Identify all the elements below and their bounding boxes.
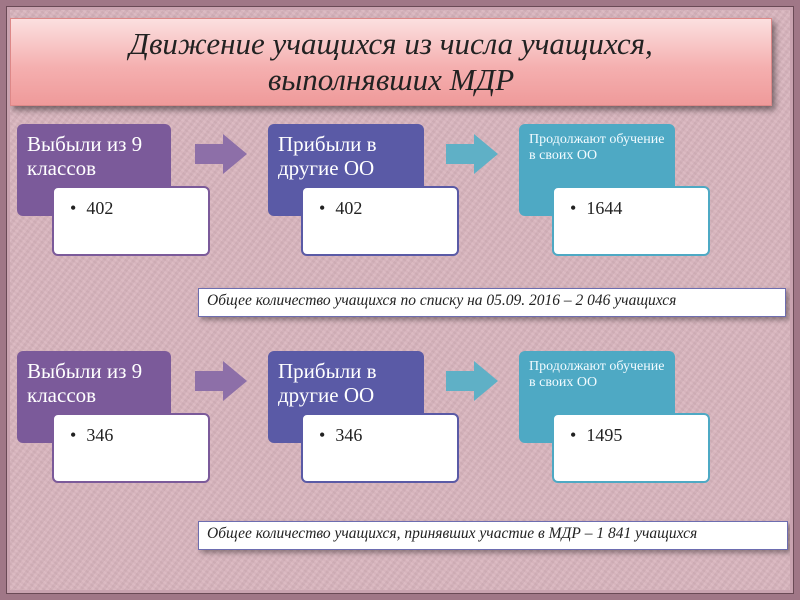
middle-value-card: • 346 — [301, 413, 459, 483]
right-value: 1644 — [586, 198, 623, 218]
right-header: Продолжают обучение в своих ОО — [519, 351, 675, 443]
right-header-label: Продолжают обучение в своих ОО — [529, 132, 665, 163]
bullet-icon: • — [70, 198, 77, 218]
right-arrow-icon — [446, 361, 498, 401]
middle-header-label: Прибыли в другие ОО — [278, 359, 377, 407]
right-arrow-icon — [195, 134, 247, 174]
title-banner: Движение учащихся из числа учащихся, вып… — [10, 18, 772, 106]
note-box: Общее количество учащихся, принявших уча… — [198, 521, 788, 550]
left-value: 402 — [86, 198, 114, 218]
left-header-label: Выбыли из 9 классов — [27, 359, 143, 407]
note-box: Общее количество учащихся по списку на 0… — [198, 288, 786, 317]
bullet-icon: • — [319, 198, 326, 218]
left-value: 346 — [86, 425, 114, 445]
left-value-card: • 346 — [52, 413, 210, 483]
right-value-card: • 1495 — [552, 413, 710, 483]
middle-value-card: • 402 — [301, 186, 459, 256]
note-text: Общее количество учащихся, принявших уча… — [207, 525, 698, 542]
middle-header-label: Прибыли в другие ОО — [278, 132, 377, 180]
right-header-label: Продолжают обучение в своих ОО — [529, 359, 665, 390]
page-title: Движение учащихся из числа учащихся, вып… — [129, 26, 653, 97]
bullet-icon: • — [570, 198, 577, 218]
right-value: 1495 — [586, 425, 623, 445]
left-header-label: Выбыли из 9 классов — [27, 132, 143, 180]
right-value-card: • 1644 — [552, 186, 710, 256]
bullet-icon: • — [70, 425, 77, 445]
bullet-icon: • — [319, 425, 326, 445]
right-arrow-icon — [195, 361, 247, 401]
middle-value: 346 — [335, 425, 363, 445]
right-arrow-icon — [446, 134, 498, 174]
note-text: Общее количество учащихся по списку на 0… — [207, 292, 677, 309]
bullet-icon: • — [570, 425, 577, 445]
left-value-card: • 402 — [52, 186, 210, 256]
middle-value: 402 — [335, 198, 363, 218]
